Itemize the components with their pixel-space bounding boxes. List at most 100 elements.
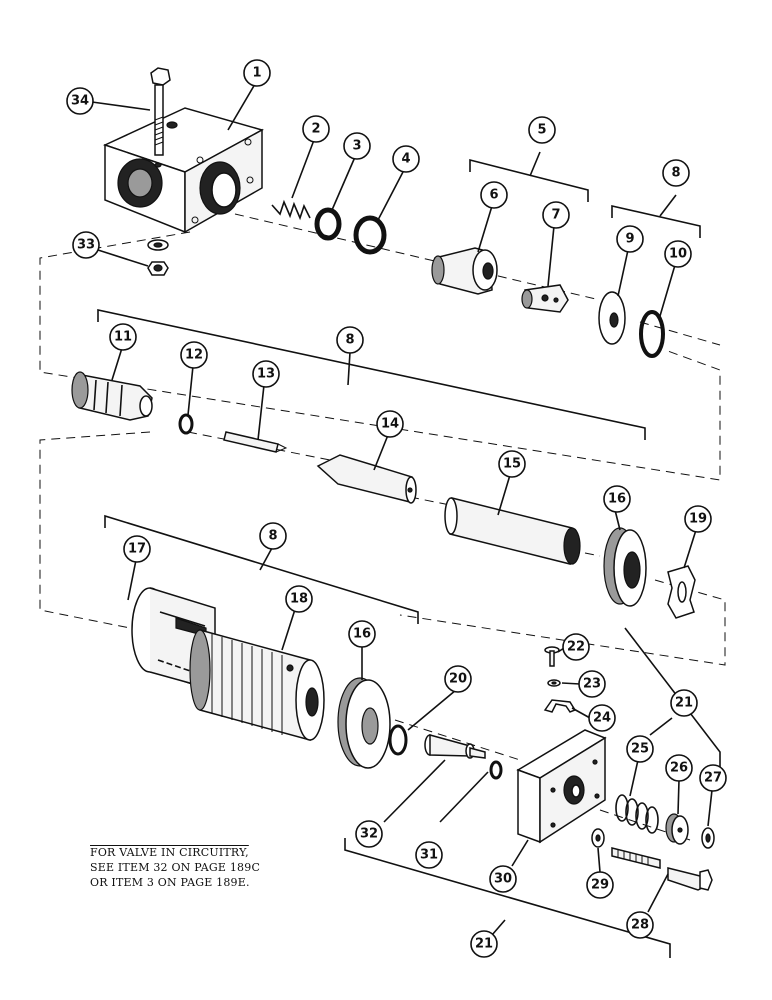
callout-27-label: 27 [704, 771, 722, 786]
callout-19: 19 [684, 505, 712, 533]
bolt-part [150, 67, 171, 156]
callout-31-label: 31 [420, 848, 438, 863]
callout-14-label: 14 [381, 417, 399, 432]
callout-32: 32 [355, 820, 383, 848]
spring-lower-part [615, 794, 659, 834]
callout-11-label: 11 [114, 330, 132, 345]
spool-part [71, 371, 153, 421]
callout-8-middle-label: 8 [345, 333, 354, 348]
stem-part [424, 734, 486, 759]
spring-part [271, 199, 311, 221]
callout-25-label: 25 [631, 742, 649, 757]
note-line-1: FOR VALVE IN CIRCUITRY, [90, 846, 249, 859]
small-ring-part [489, 760, 503, 780]
callout-22-label: 22 [567, 640, 585, 655]
callout-8-lower: 8 [259, 522, 287, 550]
callout-30: 30 [489, 865, 517, 893]
callout-7: 7 [542, 201, 570, 229]
callout-34-label: 34 [71, 94, 89, 109]
ring-parts [314, 207, 387, 255]
callout-16-lower-label: 16 [353, 627, 371, 642]
callout-34: 34 [66, 87, 94, 115]
end-cap-lower-part [337, 677, 391, 769]
callout-8-lower-label: 8 [268, 529, 277, 544]
callout-11: 11 [109, 323, 137, 351]
callout-13: 13 [252, 360, 280, 388]
callout-25: 25 [626, 735, 654, 763]
callout-15: 15 [498, 450, 526, 478]
callout-13-label: 13 [257, 367, 275, 382]
callout-8-middle: 8 [336, 326, 364, 354]
callout-20-label: 20 [449, 672, 467, 687]
callout-2: 2 [302, 115, 330, 143]
callout-26: 26 [665, 754, 693, 782]
callout-32-label: 32 [360, 827, 378, 842]
callout-18-label: 18 [290, 592, 308, 607]
callout-4-label: 4 [401, 152, 410, 167]
callout-12-label: 12 [185, 348, 203, 363]
callout-15-label: 15 [503, 457, 521, 472]
o-ring-part [178, 413, 194, 435]
callout-3-label: 3 [352, 139, 361, 154]
sleeve-part [444, 497, 581, 565]
callout-21-lower: 21 [470, 930, 498, 958]
callout-33: 33 [72, 231, 100, 259]
callout-28: 28 [626, 911, 654, 939]
callout-19-label: 19 [689, 512, 707, 527]
callout-27: 27 [699, 764, 727, 792]
callout-8-top-label: 8 [671, 166, 680, 181]
callout-16-upper: 16 [603, 485, 631, 513]
valve-body-part [102, 107, 264, 234]
callout-16-upper-label: 16 [608, 492, 626, 507]
block-part [516, 729, 607, 844]
callout-31: 31 [415, 841, 443, 869]
callout-17: 17 [123, 535, 151, 563]
washer-lower-part [591, 828, 605, 848]
piston-part [316, 454, 417, 504]
callout-24-label: 24 [593, 711, 611, 726]
callout-21-lower-label: 21 [475, 937, 493, 952]
callout-2-label: 2 [311, 122, 320, 137]
poppet-part [521, 284, 569, 313]
callout-22: 22 [562, 633, 590, 661]
callout-3: 3 [343, 132, 371, 160]
end-cap-upper-part [603, 527, 647, 607]
callout-5: 5 [528, 116, 556, 144]
callout-4: 4 [392, 145, 420, 173]
callout-10: 10 [664, 240, 692, 268]
callout-18: 18 [285, 585, 313, 613]
pin-part [223, 431, 288, 453]
callout-21-upper-label: 21 [675, 696, 693, 711]
callout-23-label: 23 [583, 677, 601, 692]
callout-30-label: 30 [494, 872, 512, 887]
callout-14: 14 [376, 410, 404, 438]
poppet-housing-part [431, 247, 498, 295]
callout-29-label: 29 [591, 878, 609, 893]
callout-24: 24 [588, 704, 616, 732]
callout-20: 20 [444, 665, 472, 693]
callout-6-label: 6 [489, 188, 498, 203]
callout-9-label: 9 [625, 232, 634, 247]
callout-1: 1 [243, 59, 271, 87]
callout-17-label: 17 [128, 542, 146, 557]
callout-1-label: 1 [252, 66, 261, 81]
callout-12: 12 [180, 341, 208, 369]
callout-5-label: 5 [537, 123, 546, 138]
callout-26-label: 26 [670, 761, 688, 776]
ring-lower-part [388, 724, 408, 756]
callout-23: 23 [578, 670, 606, 698]
callout-6: 6 [480, 181, 508, 209]
callout-21-upper: 21 [670, 689, 698, 717]
group-brackets [97, 151, 721, 958]
callout-10-label: 10 [669, 247, 687, 262]
callout-7-label: 7 [551, 208, 560, 223]
callout-29: 29 [586, 871, 614, 899]
assembly-guide-lines [39, 213, 726, 841]
adjusting-screw-part [611, 847, 713, 891]
lock-washer-part [667, 565, 696, 619]
washer-ring-parts [598, 291, 665, 358]
leader-lines [91, 83, 713, 913]
callout-16-lower: 16 [348, 620, 376, 648]
callout-33-label: 33 [77, 238, 95, 253]
